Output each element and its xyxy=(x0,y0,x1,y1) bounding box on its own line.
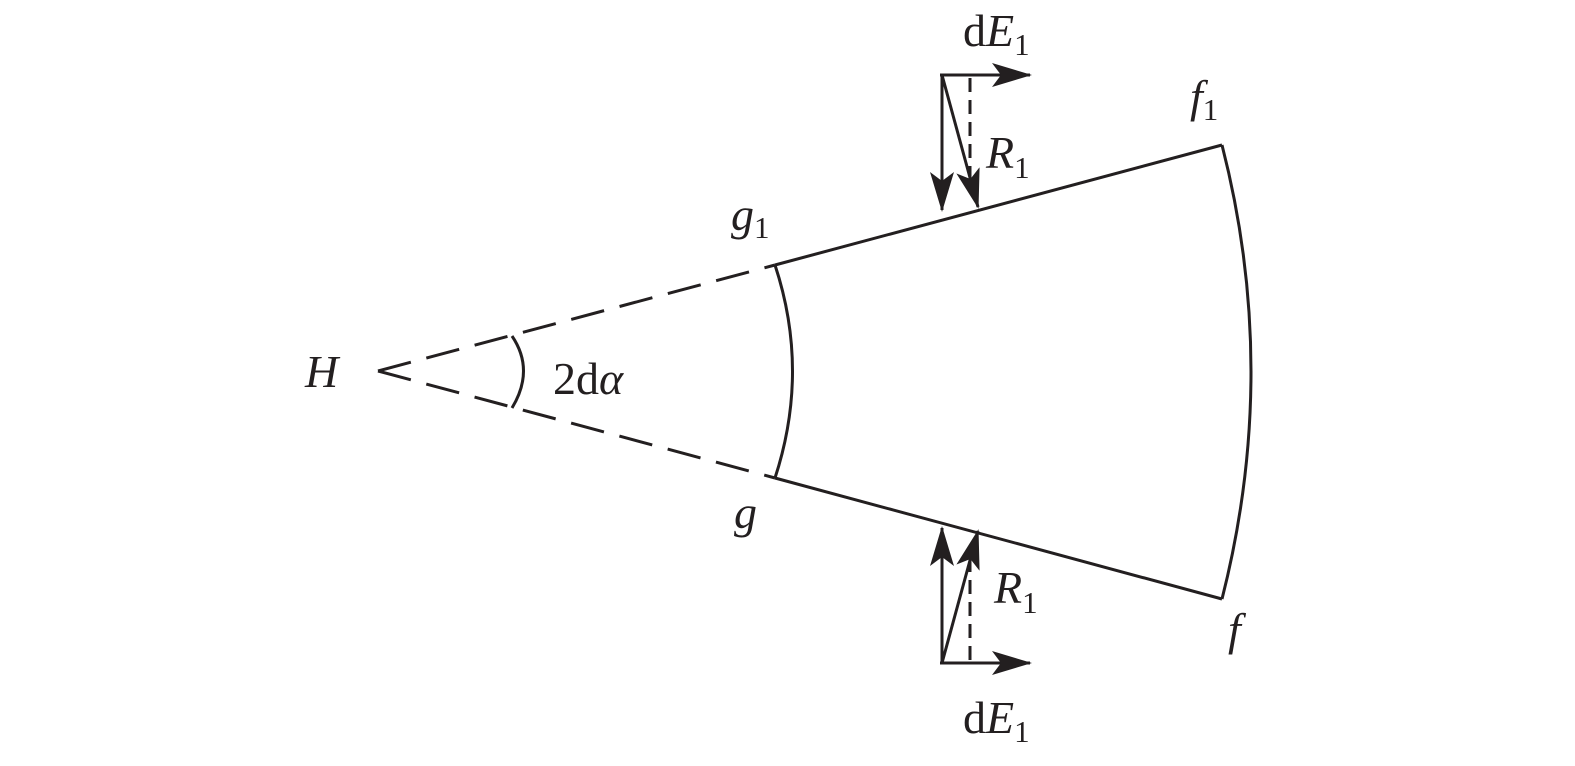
top-R1-arrow xyxy=(940,74,980,209)
label-dE1-bottom: dE1 xyxy=(963,692,1030,749)
label-H: H xyxy=(304,346,341,397)
sector-geometry xyxy=(377,143,1253,601)
dashed-ray-lower xyxy=(377,369,776,480)
label-angle: 2dα xyxy=(553,353,624,404)
label-R1-top: R1 xyxy=(985,127,1030,185)
dashed-ray-upper xyxy=(377,263,776,373)
labels: H 2dα g1 g f1 f dE1 dE1 R1 R1 xyxy=(304,5,1247,749)
arc-f-f1 xyxy=(1220,144,1253,600)
force-system-top xyxy=(930,63,1032,212)
label-f1: f1 xyxy=(1190,71,1218,127)
force-system-bottom xyxy=(930,526,1032,675)
label-g1: g1 xyxy=(731,189,770,245)
side-g-f xyxy=(774,476,1223,601)
side-g1-f1 xyxy=(774,143,1223,267)
label-dE1-top: dE1 xyxy=(963,5,1030,62)
bottom-R1-arrow xyxy=(940,529,980,664)
label-g: g xyxy=(734,487,757,538)
arc-g-g1 xyxy=(773,264,794,479)
label-R1-bottom: R1 xyxy=(993,562,1038,620)
angle-arc xyxy=(510,335,525,409)
label-f: f xyxy=(1228,604,1247,655)
